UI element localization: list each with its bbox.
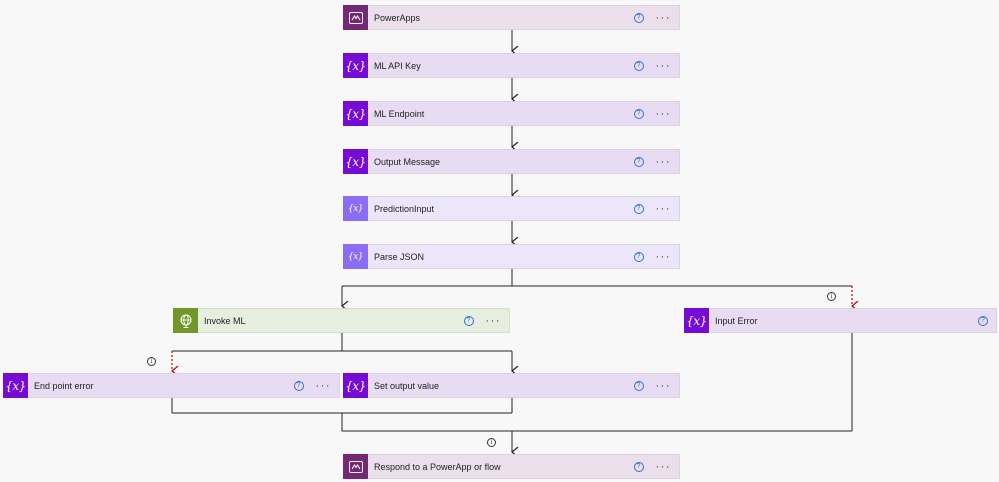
more-options-icon[interactable]: ··· xyxy=(655,155,671,168)
globe-icon xyxy=(173,308,198,333)
info-icon[interactable]: i xyxy=(827,292,836,301)
more-options-icon[interactable]: ··· xyxy=(655,59,671,72)
step-card-invoke-ml[interactable]: Invoke ML ? ··· xyxy=(173,308,510,333)
more-options-icon[interactable]: ··· xyxy=(655,460,671,473)
variable-icon: {x} xyxy=(684,308,709,333)
step-title: PredictionInput xyxy=(374,203,435,214)
help-icon[interactable]: ? xyxy=(633,60,644,71)
step-card-output-message[interactable]: {x} Output Message ? ··· xyxy=(343,149,680,174)
help-icon[interactable]: ? xyxy=(633,251,644,262)
step-card-powerapps[interactable]: PowerApps ? ··· xyxy=(343,5,680,30)
variable-icon: {x} xyxy=(343,53,368,78)
variable-icon: {x} xyxy=(343,244,368,269)
info-icon[interactable]: i xyxy=(487,438,496,447)
more-options-icon[interactable]: ··· xyxy=(485,314,501,327)
step-card-ml-api-key[interactable]: {x} ML API Key ? ··· xyxy=(343,53,680,78)
step-card-parse-json[interactable]: {x} Parse JSON ? ··· xyxy=(343,244,680,269)
step-title: Parse JSON xyxy=(374,251,425,262)
help-icon[interactable]: ? xyxy=(978,315,988,326)
help-icon[interactable]: ? xyxy=(633,12,644,23)
powerapps-icon xyxy=(343,454,368,479)
help-icon[interactable]: ? xyxy=(633,380,644,391)
step-title: ML API Key xyxy=(374,60,421,71)
more-options-icon[interactable]: ··· xyxy=(655,11,671,24)
step-title: PowerApps xyxy=(374,12,421,23)
help-icon[interactable]: ? xyxy=(633,203,644,214)
step-title: Invoke ML xyxy=(204,315,246,326)
step-title: Output Message xyxy=(374,156,441,167)
variable-icon: {x} xyxy=(3,373,28,398)
step-card-prediction-input[interactable]: {x} PredictionInput ? ··· xyxy=(343,196,680,221)
more-options-icon[interactable]: ··· xyxy=(655,379,671,392)
step-title: End point error xyxy=(34,380,94,391)
help-icon[interactable]: ? xyxy=(633,156,644,167)
help-icon[interactable]: ? xyxy=(633,108,644,119)
step-card-end-point-error[interactable]: {x} End point error ? ··· xyxy=(3,373,340,398)
more-options-icon[interactable]: ··· xyxy=(315,379,331,392)
variable-icon: {x} xyxy=(343,149,368,174)
variable-icon: {x} xyxy=(343,373,368,398)
more-options-icon[interactable]: ··· xyxy=(655,250,671,263)
step-title: Set output value xyxy=(374,380,440,391)
help-icon[interactable]: ? xyxy=(463,315,474,326)
step-card-ml-endpoint[interactable]: {x} ML Endpoint ? ··· xyxy=(343,101,680,126)
help-icon[interactable]: ? xyxy=(293,380,304,391)
more-options-icon[interactable]: ··· xyxy=(655,107,671,120)
step-card-respond-to-powerapp[interactable]: Respond to a PowerApp or flow ? ··· xyxy=(343,454,680,479)
step-title: Respond to a PowerApp or flow xyxy=(374,461,501,472)
variable-icon: {x} xyxy=(343,196,368,221)
help-icon[interactable]: ? xyxy=(633,461,644,472)
powerapps-icon xyxy=(343,5,368,30)
step-card-set-output-value[interactable]: {x} Set output value ? ··· xyxy=(343,373,680,398)
more-options-icon[interactable]: ··· xyxy=(655,202,671,215)
step-title: ML Endpoint xyxy=(374,108,425,119)
step-card-input-error[interactable]: {x} Input Error ? xyxy=(684,308,997,333)
step-title: Input Error xyxy=(715,315,758,326)
info-icon[interactable]: i xyxy=(147,357,156,366)
variable-icon: {x} xyxy=(343,101,368,126)
